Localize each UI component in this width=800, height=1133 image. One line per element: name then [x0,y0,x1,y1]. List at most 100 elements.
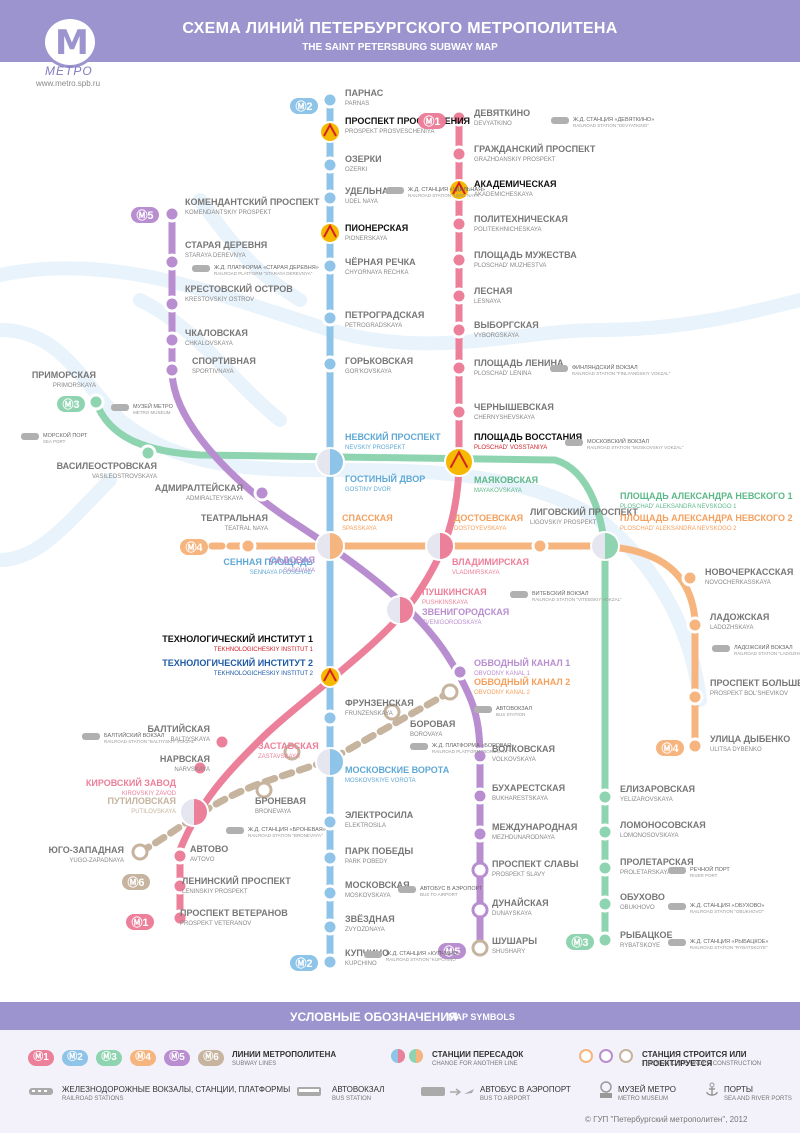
station-prospekt-bol-shevikov-label[interactable]: ПРОСПЕКТ БОЛЬШЕВИКОВ [710,678,800,688]
station-yugo-zapadnaya-marker[interactable] [131,843,149,861]
station-politekhnicheskaya-marker[interactable] [450,215,468,233]
station-ozerki-label[interactable]: ОЗЕРКИ [345,154,382,164]
station-sennaya-ploschad-label[interactable]: СЕННАЯ ПЛОЩАДЬ [223,557,313,567]
station-devyatkino-marker[interactable] [450,109,468,127]
station-akademicheskaya-lobby-icon[interactable] [448,179,470,201]
station-spasskaya-label[interactable]: СПАССКАЯ [342,513,393,523]
station-elektrosila-marker[interactable] [321,813,339,831]
station-chkalovskaya-marker[interactable] [163,331,181,349]
website-link[interactable]: www.metro.spb.ru [36,79,101,88]
station-sportivnaya-marker[interactable] [163,361,181,379]
station-krestovskiy-ostrov-label[interactable]: КРЕСТОВСКИЙ ОСТРОВ [185,283,293,294]
station-putilovskaya-label[interactable]: ПУТИЛОВСКАЯ [108,796,176,806]
station-tekhnologicheskiy-institut-1-lobby-icon[interactable] [319,666,341,688]
station-grazhdanskiy-prospekt-label[interactable]: ГРАЖДАНСКИЙ ПРОСПЕКТ [474,143,596,154]
station-pushkinskaya-label[interactable]: ПУШКИНСКАЯ [422,587,487,597]
station-elektrosila-label[interactable]: ЭЛЕКТРОСИЛА [345,810,414,820]
station-ulitsa-dybenko-marker[interactable] [686,737,704,755]
station-ploschad-aleksandra-nevskogo-2-label[interactable]: ПЛОЩАДЬ АЛЕКСАНДРА НЕВСКОГО 2 [620,513,793,523]
station-bronevaya-marker[interactable] [255,781,273,799]
station-bukharestskaya-label[interactable]: БУХАРЕСТСКАЯ [492,783,565,793]
station-shushary-label[interactable]: ШУШАРЫ [492,936,537,946]
station-ligovskiy-prospekt-marker[interactable] [531,537,549,555]
station-moskovskaya-label[interactable]: МОСКОВСКАЯ [345,880,410,890]
station-krestovskiy-ostrov-marker[interactable] [163,295,181,313]
station-pionerskaya-label[interactable]: ПИОНЕРСКАЯ [345,223,408,233]
station-dunayskaya-marker[interactable] [471,901,489,919]
station-proletarskaya-marker[interactable] [596,859,614,877]
station-obvodny-kanal-2-label[interactable]: ОБВОДНЫЙ КАНАЛ 2 [474,676,570,687]
station-frunzenskaya-label[interactable]: ФРУНЗЕНСКАЯ [345,698,414,708]
station-volkovskaya-marker[interactable] [471,747,489,765]
station-park-pobedy-label[interactable]: ПАРК ПОБЕДЫ [345,846,413,856]
station-ozerki-marker[interactable] [321,156,339,174]
station-nevskiy-prospekt-label[interactable]: НЕВСКИЙ ПРОСПЕКТ [345,431,441,442]
station-moskovskiye-vorota-label[interactable]: МОСКОВСКИЕ ВОРОТА [345,765,450,775]
station-novocherkasskaya-marker[interactable] [681,569,699,587]
station-ploschad-lenina-label[interactable]: ПЛОЩАДЬ ЛЕНИНА [474,358,564,368]
station-rybatskoye-label[interactable]: РЫБАЦКОЕ [620,930,673,940]
station-volkovskaya-label[interactable]: ВОЛКОВСКАЯ [492,744,555,754]
station-udel-naya-label[interactable]: УДЕЛЬНАЯ [345,186,395,196]
station-ploschad-lenina-marker[interactable] [450,359,468,377]
station-udel-naya-marker[interactable] [321,189,339,207]
station-devyatkino-label[interactable]: ДЕВЯТКИНО [474,108,530,118]
station-vasileostrovskaya-marker[interactable] [139,444,157,462]
station-prospekt-prosvescheniya-lobby-icon[interactable] [319,121,341,143]
station-primorskaya-label[interactable]: ПРИМОРСКАЯ [32,370,96,380]
station-obukhovo-marker[interactable] [596,895,614,913]
station-shushary-marker[interactable] [471,939,489,957]
station-teatral-naya-label[interactable]: ТЕАТРАЛЬНАЯ [201,513,268,523]
station-teatral-naya-marker[interactable] [239,537,257,555]
station-akademicheskaya-label[interactable]: АКАДЕМИЧЕСКАЯ [474,179,557,189]
station-proletarskaya-label[interactable]: ПРОЛЕТАРСКАЯ [620,857,694,867]
station-baltiyskaya-marker[interactable] [213,733,231,751]
station-komendantskiy-prospekt-label[interactable]: КОМЕНДАНТСКИЙ ПРОСПЕКТ [185,196,320,207]
station-leninskiy-prospekt-marker[interactable] [171,877,189,895]
station-zvyozdnaya-label[interactable]: ЗВЁЗДНАЯ [345,914,395,924]
station-moskovskaya-marker[interactable] [321,884,339,902]
station-kupchino-marker[interactable] [321,953,339,971]
station-obukhovo-label[interactable]: ОБУХОВО [620,892,665,902]
station-yelizarovskaya-marker[interactable] [596,788,614,806]
station-vladimirskaya-label[interactable]: ВЛАДИМИРСКАЯ [452,557,529,567]
station-ploschad-vosstaniya-lobby-icon[interactable] [444,447,474,477]
station-gor-kovskaya-marker[interactable] [321,355,339,373]
station-chyornaya-rechka-marker[interactable] [321,257,339,275]
station-borovaya-label[interactable]: БОРОВАЯ [410,719,455,729]
station-prospekt-veteranov-marker[interactable] [171,909,189,927]
station-ligovskiy-prospekt-label[interactable]: ЛИГОВСКИЙ ПРОСПЕКТ [530,506,638,517]
station-lesnaya-marker[interactable] [450,287,468,305]
station-mezhdunarodnaya-label[interactable]: МЕЖДУНАРОДНАЯ [492,822,577,832]
station-politekhnicheskaya-label[interactable]: ПОЛИТЕХНИЧЕСКАЯ [474,214,568,224]
station-staraya-derevnya-label[interactable]: СТАРАЯ ДЕРЕВНЯ [185,240,267,250]
station-obvodny-kanal-1-marker[interactable] [451,663,469,681]
station-ulitsa-dybenko-label[interactable]: УЛИЦА ДЫБЕНКО [710,734,790,744]
station-narvskaya-marker[interactable] [191,759,209,777]
station-prospekt-veteranov-label[interactable]: ПРОСПЕКТ ВЕТЕРАНОВ [180,908,288,918]
station-parnas-marker[interactable] [321,91,339,109]
station-ploschad-vosstaniya-label[interactable]: ПЛОЩАДЬ ВОССТАНИЯ [474,432,582,442]
station-primorskaya-marker[interactable] [87,393,105,411]
station-prospekt-bol-shevikov-marker[interactable] [686,688,704,706]
station-avtovo-label[interactable]: АВТОВО [190,844,228,854]
station-pionerskaya-lobby-icon[interactable] [319,222,341,244]
station-leninskiy-prospekt-label[interactable]: ЛЕНИНСКИЙ ПРОСПЕКТ [182,875,291,886]
station-petrogradskaya-label[interactable]: ПЕТРОГРАДСКАЯ [345,310,424,320]
station-obvodny-kanal-2-marker[interactable] [441,683,459,701]
station-bronevaya-label[interactable]: БРОНЕВАЯ [255,796,306,806]
station-chernyshevskaya-marker[interactable] [450,403,468,421]
station-rybatskoye-marker[interactable] [596,931,614,949]
station-ladozhskaya-marker[interactable] [686,616,704,634]
station-admiralteyskaya-marker[interactable] [253,484,271,502]
station-zastavskaya-label[interactable]: ЗАСТАВСКАЯ [258,741,319,751]
station-sadovaya-label[interactable]: САДОВАЯ [269,555,315,565]
station-kirovskiy-zavod-label[interactable]: КИРОВСКИЙ ЗАВОД [86,777,177,788]
station-vasileostrovskaya-label[interactable]: ВАСИЛЕОСТРОВСКАЯ [57,461,157,471]
station-chernyshevskaya-label[interactable]: ЧЕРНЫШЕВСКАЯ [474,402,554,412]
station-parnas-label[interactable]: ПАРНАС [345,88,384,98]
station-park-pobedy-marker[interactable] [321,849,339,867]
station-yelizarovskaya-label[interactable]: ЕЛИЗАРОВСКАЯ [620,784,695,794]
station-mayakovskaya-label[interactable]: МАЯКОВСКАЯ [474,475,538,485]
station-chyornaya-rechka-label[interactable]: ЧЁРНАЯ РЕЧКА [345,257,416,267]
